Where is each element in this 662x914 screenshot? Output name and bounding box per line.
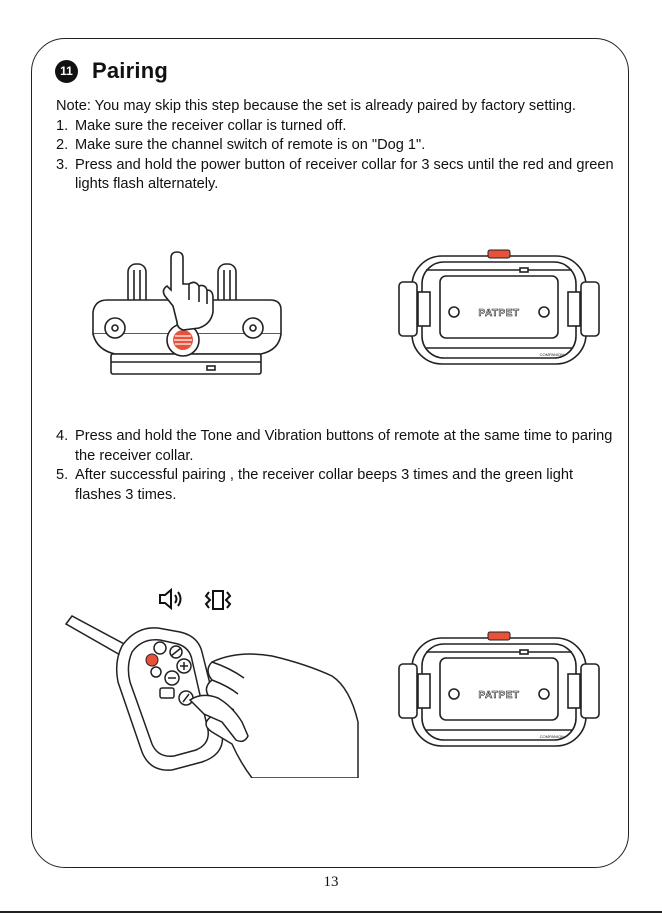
speaker-icon	[159, 588, 182, 610]
step-text: Make sure the channel switch of remote i…	[75, 137, 426, 153]
remote-hand-illustration	[64, 615, 359, 778]
instructions-top: Note: You may skip this step because the…	[56, 97, 616, 195]
step-number-badge: 11	[55, 59, 78, 83]
step-number: 5.	[56, 467, 69, 483]
hand-icon	[162, 251, 214, 331]
remote-red-button	[145, 653, 159, 667]
page-frame	[31, 38, 629, 868]
vibration-icon	[204, 590, 232, 610]
collar-model-label: COMPANION	[540, 352, 564, 357]
collar-brand-label: PATPET	[479, 308, 520, 319]
step-item: 2. Make sure the channel switch of remot…	[56, 136, 616, 156]
section-header: 11 Pairing	[55, 58, 168, 84]
collar-model-label: COMPANION	[540, 734, 564, 739]
step-number: 3.	[56, 156, 69, 173]
step-item: 4. Press and hold the Tone and Vibration…	[56, 427, 616, 466]
step-text: After successful pairing , the receiver …	[75, 467, 574, 503]
step-number: 2.	[56, 137, 69, 153]
step-item: 1. Make sure the receiver collar is turn…	[56, 117, 616, 137]
bottom-rule	[0, 911, 662, 913]
step-text: Make sure the receiver collar is turned …	[75, 117, 347, 134]
step-text: Press and hold the Tone and Vibration bu…	[75, 428, 613, 464]
step-number: 1.	[56, 117, 69, 134]
step-number: 4.	[56, 428, 69, 444]
step-item: 3. Press and hold the power button of re…	[56, 156, 616, 195]
step-item: 5. After successful pairing , the receiv…	[56, 466, 616, 505]
section-title: Pairing	[92, 58, 168, 83]
receiver-collar-top-illustration: PATPET COMPANION	[398, 631, 600, 747]
receiver-power-illustration	[92, 251, 282, 375]
note-text: Note: You may skip this step because the…	[56, 98, 576, 114]
page-number: 13	[323, 874, 339, 890]
step-text: Press and hold the power button of recei…	[75, 156, 614, 193]
instructions-bottom: 4. Press and hold the Tone and Vibration…	[56, 427, 616, 505]
collar-brand-label: PATPET	[479, 690, 520, 701]
receiver-collar-top-illustration: PATPET COMPANION	[398, 249, 600, 365]
